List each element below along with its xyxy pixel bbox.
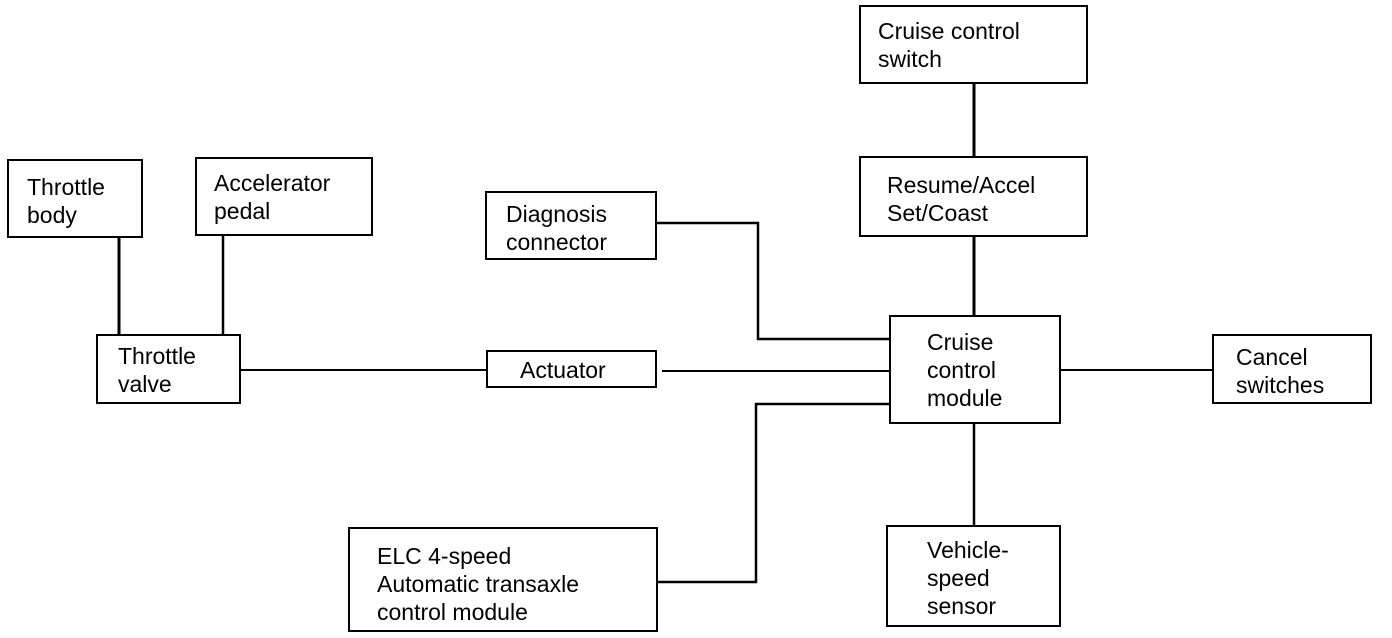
line-elc-to-module — [658, 402, 889, 584]
cruise-control-switch-label: Cruise control switch — [878, 18, 1020, 72]
cruise-control-module-box: Cruise control module — [889, 315, 1061, 424]
throttle-valve-box: Throttle valve — [96, 334, 241, 404]
throttle-body-label: Throttle body — [27, 174, 105, 228]
diagnosis-connector-box: Diagnosis connector — [485, 191, 657, 260]
throttle-body-box: Throttle body — [7, 159, 143, 238]
accelerator-pedal-label: Accelerator pedal — [214, 170, 331, 224]
elc-transaxle-module-label: ELC 4-speed Automatic transaxle control … — [377, 543, 579, 625]
actuator-label: Actuator — [520, 357, 606, 383]
actuator-box: Actuator — [486, 350, 657, 388]
vehicle-speed-sensor-label: Vehicle- speed sensor — [927, 537, 1009, 619]
throttle-valve-label: Throttle valve — [118, 343, 196, 397]
resume-set-switch-box: Resume/Accel Set/Coast — [859, 156, 1088, 237]
accelerator-pedal-box: Accelerator pedal — [195, 157, 373, 236]
cancel-switches-box: Cancel switches — [1212, 334, 1372, 404]
vehicle-speed-sensor-box: Vehicle- speed sensor — [886, 525, 1061, 627]
line-diagnosis-to-module — [657, 221, 889, 341]
cruise-control-module-label: Cruise control module — [927, 329, 1003, 411]
cruise-control-switch-box: Cruise control switch — [859, 5, 1088, 84]
cancel-switches-label: Cancel switches — [1236, 344, 1325, 398]
elc-transaxle-module-box: ELC 4-speed Automatic transaxle control … — [348, 527, 658, 632]
diagnosis-connector-label: Diagnosis connector — [506, 201, 608, 255]
resume-set-switch-label: Resume/Accel Set/Coast — [887, 172, 1036, 226]
